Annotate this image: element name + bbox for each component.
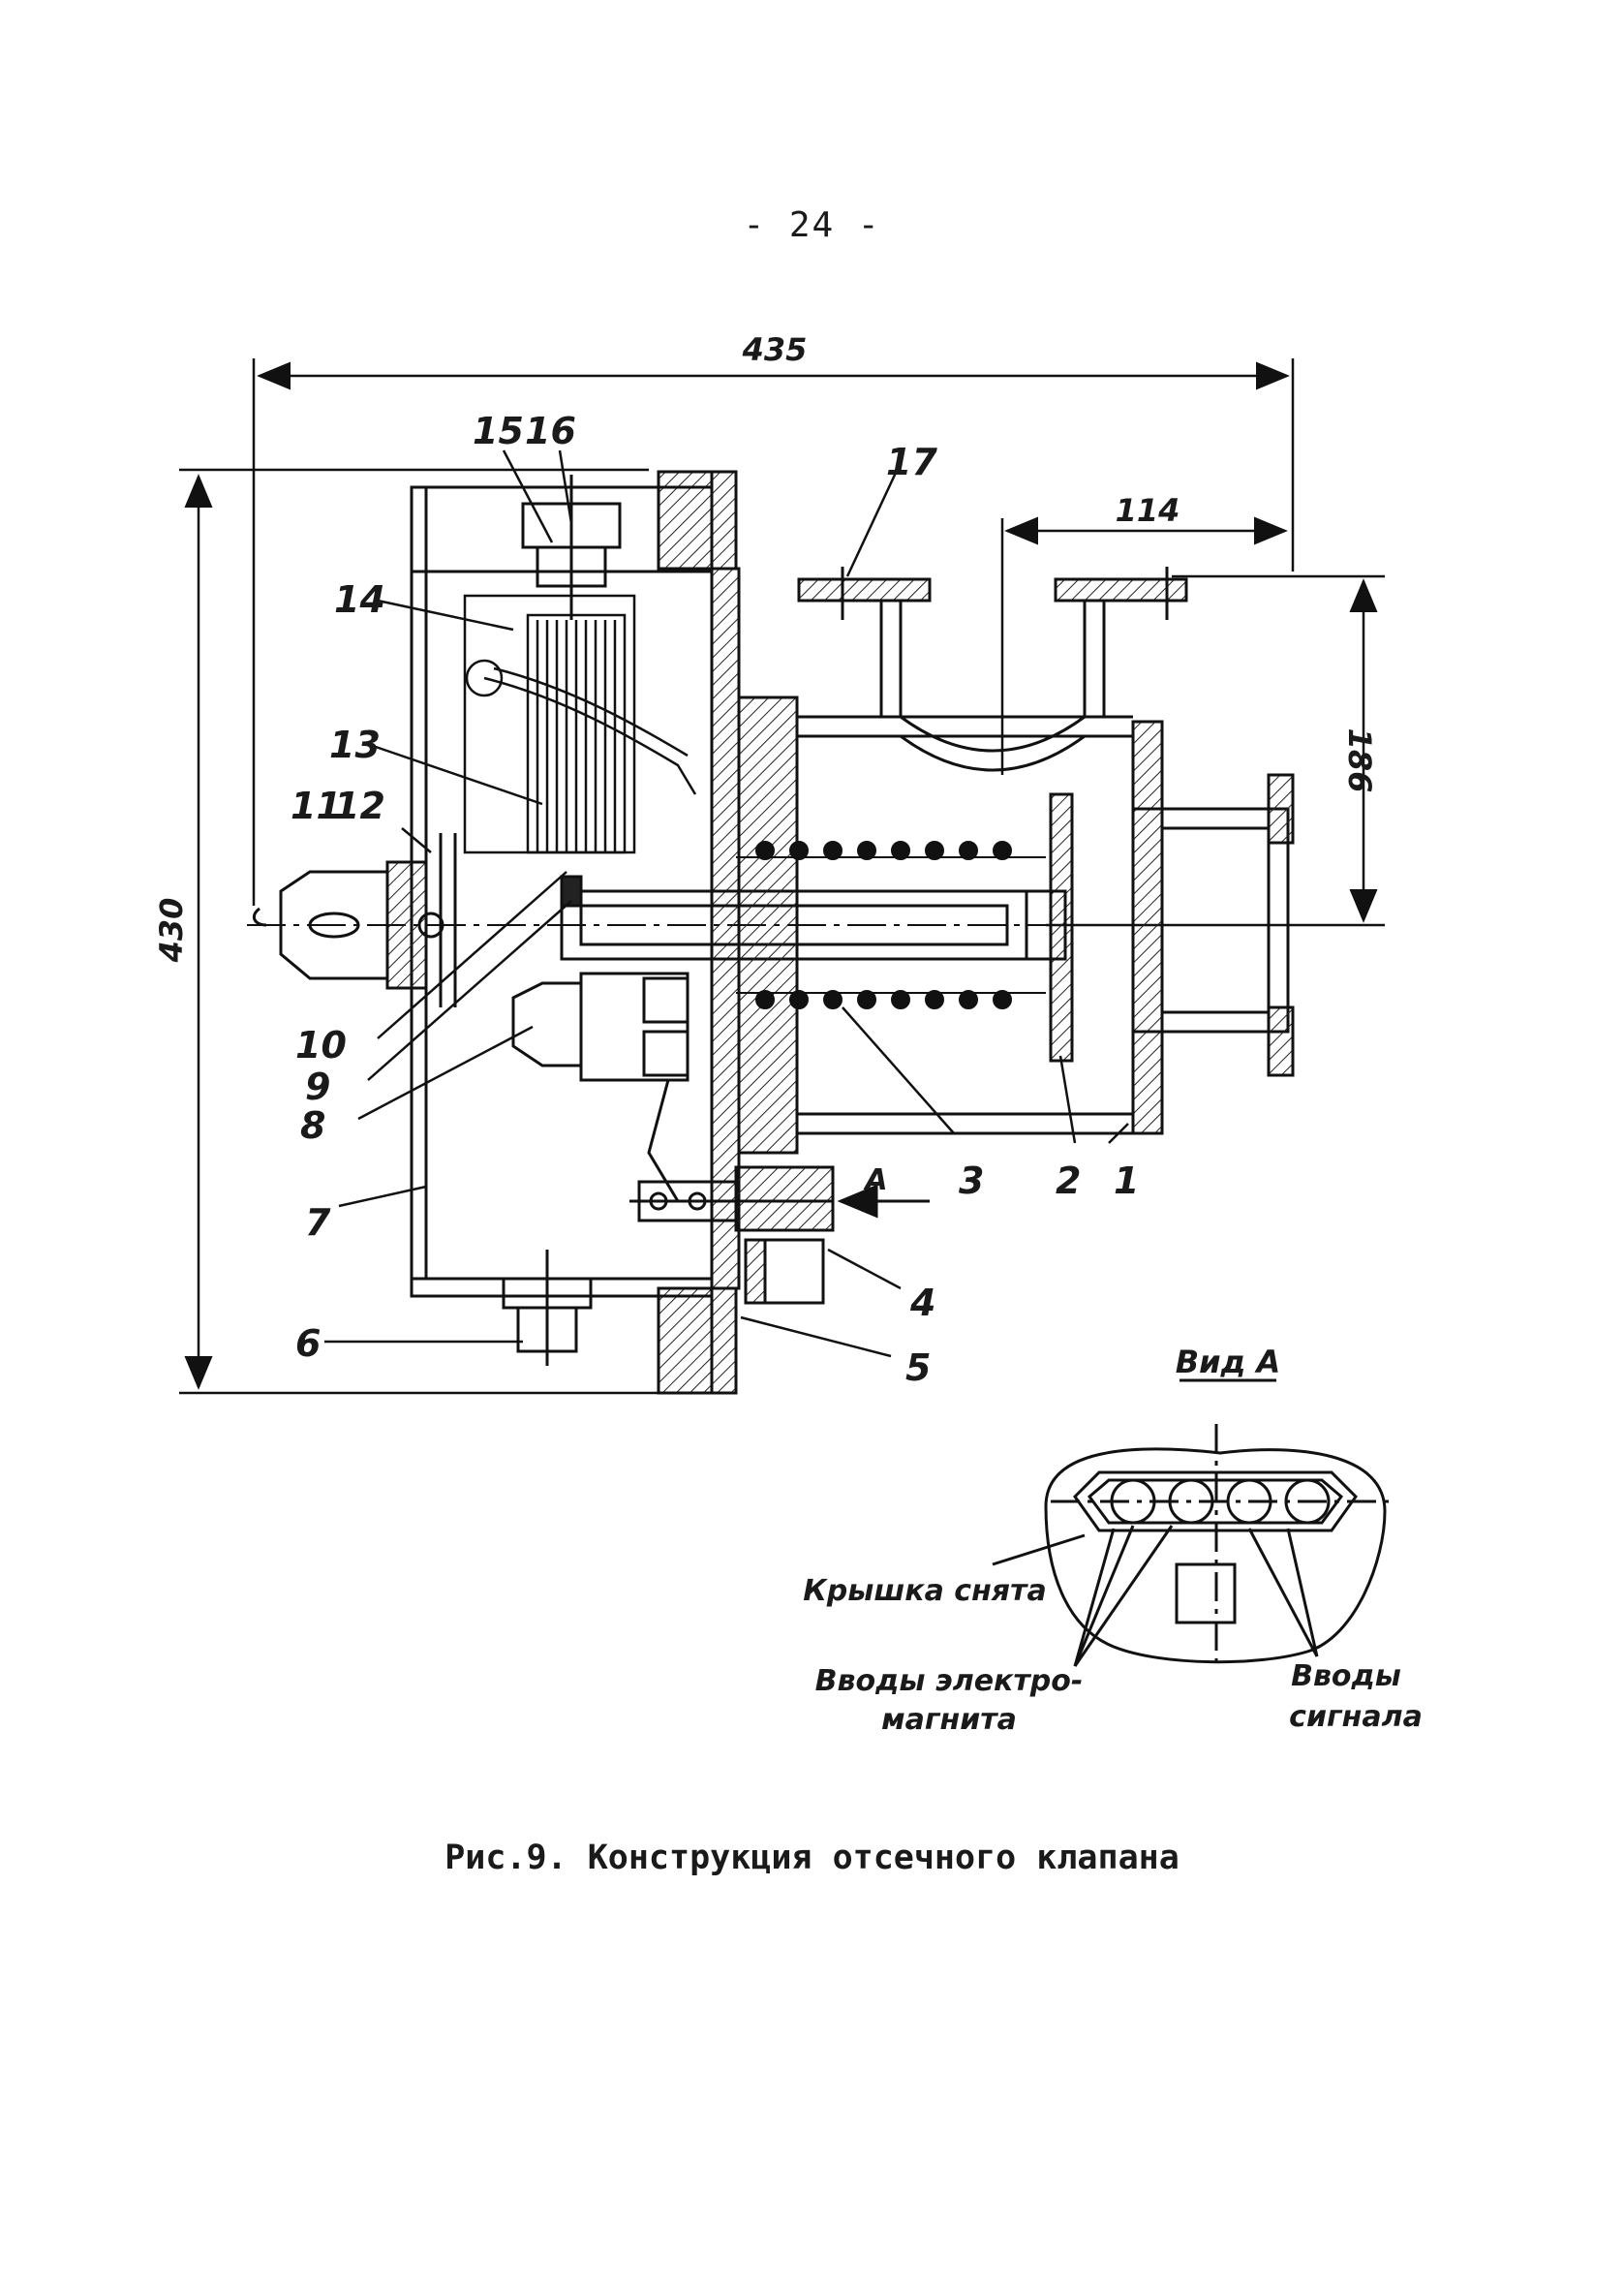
part-labels: 1 2 3 4 5 6 7 8 9 10 11 12 13 14 15 16 1… [291, 410, 1139, 1389]
part-label-2: 2 [1056, 1159, 1081, 1202]
dimension-width-label: 435 [742, 331, 808, 368]
dimension-height [179, 468, 678, 1395]
dimension-114 [1000, 516, 1288, 775]
cable-gland [629, 1165, 835, 1305]
mounting-wall [657, 470, 741, 1395]
part-label-3: 3 [959, 1159, 984, 1202]
figure-caption: Рис.9. Конструкция отсечного клапана [444, 1839, 1180, 1877]
part-label-10: 10 [295, 1024, 347, 1067]
part-label-15: 15 [473, 410, 524, 452]
signal-inputs-label-line2: сигнала [1289, 1700, 1423, 1734]
part-label-16: 16 [525, 410, 576, 452]
solenoid-coil [463, 594, 697, 854]
part-label-12: 12 [334, 785, 385, 827]
microswitch [511, 972, 689, 1202]
dimension-height-label: 430 [153, 898, 190, 964]
top-connector [521, 475, 622, 620]
part-label-6: 6 [295, 1322, 321, 1365]
magnet-inputs-label-line2: магнита [881, 1703, 1017, 1737]
part-label-4: 4 [909, 1282, 935, 1324]
plug-assembly [252, 833, 457, 1007]
view-a-marker: A [863, 1163, 887, 1197]
signal-inputs-label-line1: Вводы [1291, 1659, 1401, 1693]
magnet-inputs-label-line1: Вводы электро- [815, 1664, 1084, 1698]
valve-body [737, 567, 1295, 1155]
part-label-11: 11 [291, 785, 342, 827]
dimension-186-label: 186 [1341, 728, 1378, 793]
bottom-bolt [502, 1250, 593, 1366]
part-label-7: 7 [305, 1201, 331, 1244]
part-label-17: 17 [886, 441, 937, 483]
part-label-13: 13 [329, 724, 381, 766]
part-label-5: 5 [905, 1346, 931, 1389]
page-number: - 24 - [743, 205, 881, 245]
part-label-8: 8 [300, 1104, 325, 1147]
leader-lines [324, 449, 1129, 1358]
valve-spring [736, 841, 1046, 1009]
cover-removed-note: Крышка снята [803, 1574, 1046, 1608]
view-a-inset [992, 1378, 1390, 1671]
part-label-1: 1 [1114, 1159, 1139, 1202]
view-a-title: Вид А [1176, 1344, 1281, 1380]
part-label-9: 9 [305, 1066, 330, 1108]
dimension-width [252, 358, 1295, 906]
part-label-14: 14 [334, 578, 385, 621]
dimension-114-label: 114 [1116, 492, 1180, 529]
dimension-186 [1046, 574, 1385, 927]
